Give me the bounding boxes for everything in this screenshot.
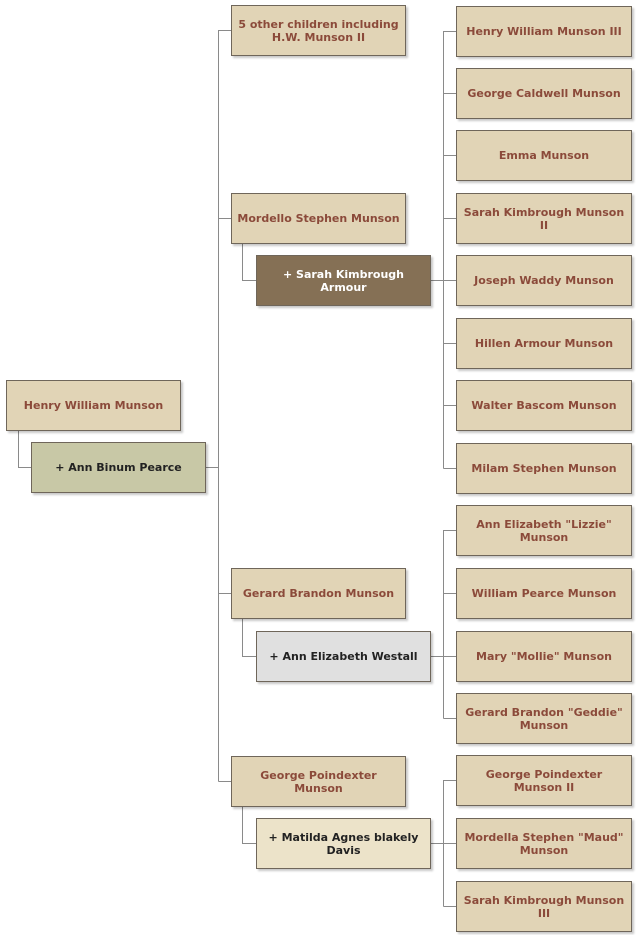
grandchild-box[interactable]: Joseph Waddy Munson [456,255,632,306]
grandchild-box[interactable]: Walter Bascom Munson [456,380,632,431]
root-spouse-box[interactable]: + Ann Binum Pearce [31,442,206,493]
spouse-matilda-davis-box[interactable]: + Matilda Agnes blakely Davis [256,818,431,869]
grandchild-box[interactable]: Mary "Mollie" Munson [456,631,632,682]
grandchild-box[interactable]: Milam Stephen Munson [456,443,632,494]
child-george-box[interactable]: George Poindexter Munson [231,756,406,807]
spouse-sarah-armour-box[interactable]: + Sarah Kimbrough Armour [256,255,431,306]
child-gerard-box[interactable]: Gerard Brandon Munson [231,568,406,619]
grandchild-box[interactable]: Gerard Brandon "Geddie" Munson [456,693,632,744]
grandchild-box[interactable]: Mordella Stephen "Maud" Munson [456,818,632,869]
grandchild-box[interactable]: Hillen Armour Munson [456,318,632,369]
grandchild-box[interactable]: William Pearce Munson [456,568,632,619]
grandchild-box[interactable]: Henry William Munson III [456,6,632,57]
grandchild-box[interactable]: George Poindexter Munson II [456,755,632,806]
child-mordello-box[interactable]: Mordello Stephen Munson [231,193,406,244]
spouse-ann-westall-box[interactable]: + Ann Elizabeth Westall [256,631,431,682]
root-person-box[interactable]: Henry William Munson [6,380,181,431]
grandchild-box[interactable]: Ann Elizabeth "Lizzie" Munson [456,505,632,556]
child-other-children-box[interactable]: 5 other children including H.W. Munson I… [231,5,406,56]
grandchild-box[interactable]: Sarah Kimbrough Munson III [456,881,632,932]
grandchild-box[interactable]: George Caldwell Munson [456,68,632,119]
grandchild-box[interactable]: Emma Munson [456,130,632,181]
grandchild-box[interactable]: Sarah Kimbrough Munson II [456,193,632,244]
